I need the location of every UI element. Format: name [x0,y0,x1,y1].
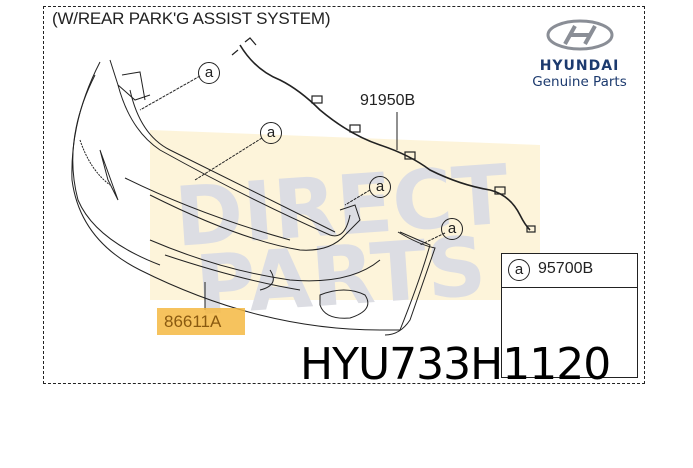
brand-tagline: Genuine Parts [532,74,627,90]
callout-a-2: a [260,122,282,144]
callout-a-3: a [369,176,391,198]
part-highlight [157,308,245,335]
hyundai-logo: HYUNDAI Genuine Parts [522,18,637,90]
sensor-inset-header: a 95700B [502,254,637,288]
watermark-direct: DIRECT [172,148,512,266]
diagram-title: (W/REAR PARK'G ASSIST SYSTEM) [52,9,331,28]
callout-a-4: a [441,218,463,240]
part-number-bumper: 86611A [164,312,222,331]
callout-a-sensor: a [508,259,530,281]
part-number-sensor: 95700B [538,260,594,277]
part-number-harness: 91950B [360,92,416,109]
sku-label: HYU733H1120 [300,339,611,390]
hyundai-emblem-icon [546,19,613,51]
callout-a-1: a [198,62,220,84]
sensor-inset: a 95700B [501,253,638,378]
brand-name: HYUNDAI [539,58,620,74]
diagram-frame [43,6,645,384]
